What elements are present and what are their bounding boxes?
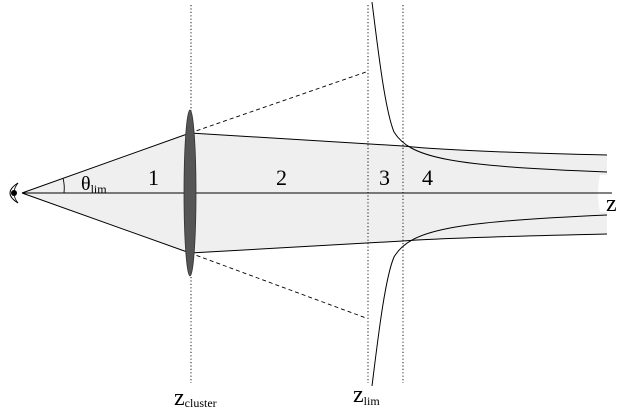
z-lim-label: zlim [353,382,380,408]
beam-upper-continuation [402,145,608,156]
cone-ray-upper [21,132,191,194]
z-axis-label: z [606,191,617,217]
beam-ray-upper [189,132,404,147]
beam-ray-lower [189,240,404,254]
cone-ray-lower [21,192,191,254]
region-label-3: 3 [379,165,390,190]
cluster-lens [183,109,197,277]
region-label-2: 2 [276,165,287,190]
caustic-curve-lower [371,214,608,387]
dashed-ray-lower [189,252,367,319]
dashed-ray-upper [189,71,367,134]
angle-arc [62,177,65,194]
caustic-curve-upper [371,1,608,173]
beam-lower-continuation [402,233,608,242]
z-cluster-label: zcluster [174,385,217,411]
region-label-1: 1 [148,165,159,190]
region-label-4: 4 [422,165,433,190]
theta-lim-label: θlim [81,173,107,196]
eye-icon [9,182,19,204]
